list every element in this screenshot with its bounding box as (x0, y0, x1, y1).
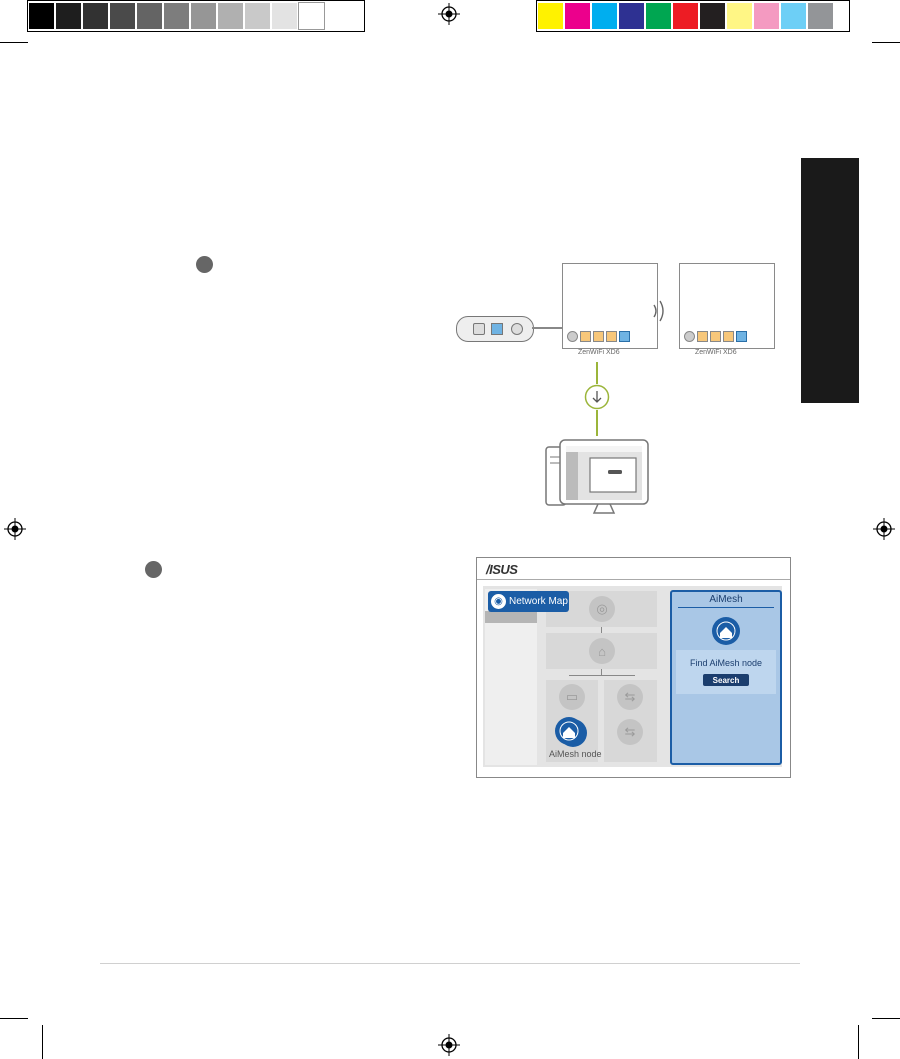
color-swatch (137, 3, 162, 29)
wan-port (619, 331, 630, 342)
map-line (569, 675, 635, 676)
router-main-label: ZenWiFi XD6 (578, 349, 620, 356)
crop-mark (42, 1025, 43, 1059)
crop-mark (872, 1018, 900, 1019)
color-swatch (754, 3, 779, 29)
color-swatch (781, 3, 806, 29)
color-swatch (164, 3, 189, 29)
network-map-button[interactable]: ◉ Network Map (488, 591, 569, 612)
step-marker (145, 561, 162, 578)
color-swatch (245, 3, 270, 29)
color-swatch (110, 3, 135, 29)
router-node (679, 263, 775, 349)
color-swatch (83, 3, 108, 29)
globe-icon: ◎ (589, 596, 615, 622)
connector-line (596, 362, 598, 384)
lan2-port (593, 331, 604, 342)
crop-mark (0, 42, 28, 43)
lan1-port (606, 331, 617, 342)
color-swatch (218, 3, 243, 29)
color-swatch (191, 3, 216, 29)
aimesh-title: AiMesh (709, 594, 743, 605)
grayscale-bar (27, 0, 365, 32)
usb-icon: ⇆ (617, 684, 643, 710)
sidebar (485, 589, 537, 765)
color-swatch (700, 3, 725, 29)
wan-port (736, 331, 747, 342)
color-swatch (29, 3, 54, 29)
color-swatch (298, 2, 325, 30)
ethernet-cable (532, 327, 563, 329)
network-map-label: Network Map (509, 596, 568, 607)
color-swatch (619, 3, 644, 29)
aimesh-panel: AiMesh Find AiMesh node Search (670, 590, 782, 765)
footer-rule (100, 963, 800, 964)
lan3-port (697, 331, 708, 342)
brand-logo: /ISUS (486, 562, 518, 577)
color-swatch (646, 3, 671, 29)
language-side-tab (801, 158, 859, 403)
lan3-port (580, 331, 591, 342)
registration-mark-icon (438, 3, 460, 25)
monitor-icon: ▭ (559, 684, 585, 710)
dcin-port (567, 331, 578, 342)
color-swatch (808, 3, 833, 29)
web-gui-header: /ISUS (477, 558, 790, 580)
connector-line (596, 410, 598, 436)
color-swatch (56, 3, 81, 29)
lan2-port (710, 331, 721, 342)
router-icon: ⌂ (589, 638, 615, 664)
modem (456, 316, 534, 342)
registration-mark-icon (873, 518, 895, 540)
dcin-port (684, 331, 695, 342)
aimesh-node-icon[interactable] (555, 717, 583, 745)
aimesh-node-label: AiMesh node (549, 749, 602, 759)
color-swatch (727, 3, 752, 29)
usb-icon: ⇆ (617, 719, 643, 745)
divider (678, 607, 774, 608)
network-map-icon: ◉ (491, 594, 506, 609)
crop-mark (858, 1025, 859, 1059)
map-line (601, 627, 602, 633)
crop-mark (0, 1018, 28, 1019)
registration-mark-icon (438, 1034, 460, 1056)
router-node-label: ZenWiFi XD6 (695, 349, 737, 356)
wifi-signal-icon (653, 300, 664, 322)
find-node-label: Find AiMesh node (689, 658, 763, 668)
registration-mark-icon (4, 518, 26, 540)
map-line (601, 669, 602, 675)
search-button[interactable]: Search (703, 674, 749, 686)
color-swatch (565, 3, 590, 29)
sidebar-selected-item[interactable] (485, 611, 537, 623)
step-marker (196, 256, 213, 273)
web-gui-body: ◎ ⌂ ▭ AiMesh node ⇆ ⇆ AiMesh Find AiMesh… (483, 586, 782, 767)
lan1-port (723, 331, 734, 342)
find-node-box: Find AiMesh node Search (676, 650, 776, 694)
color-swatch (538, 3, 563, 29)
aimesh-icon (712, 617, 740, 645)
color-bar (536, 0, 850, 32)
crop-mark (872, 42, 900, 43)
color-swatch (592, 3, 617, 29)
color-swatch (673, 3, 698, 29)
router-main (562, 263, 658, 349)
computer-icon (545, 439, 649, 514)
down-arrow-icon (584, 384, 610, 410)
color-swatch (272, 3, 297, 29)
